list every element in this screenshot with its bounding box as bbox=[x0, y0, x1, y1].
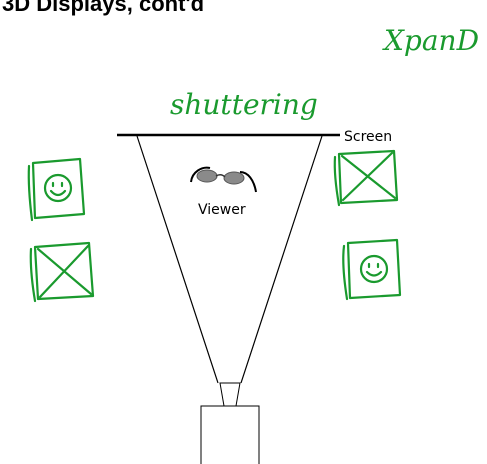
shuttering-annotation: shuttering bbox=[170, 88, 318, 121]
projection-ray-left bbox=[136, 135, 219, 384]
projection-ray-right bbox=[240, 135, 323, 384]
right-smiley-frame-icon bbox=[342, 238, 402, 301]
left-smiley-frame-icon bbox=[27, 157, 86, 222]
right-crossed-frame-icon bbox=[333, 149, 399, 207]
projector-lens bbox=[219, 382, 241, 407]
projector-body bbox=[200, 405, 260, 464]
xpand-annotation: XpanD bbox=[384, 24, 480, 57]
shutter-glasses-icon bbox=[190, 166, 257, 193]
viewer-label: Viewer bbox=[198, 202, 246, 218]
left-crossed-frame-icon bbox=[29, 241, 95, 303]
slide-title: 3D Displays, cont'd bbox=[2, 0, 205, 16]
screen-label: Screen bbox=[344, 129, 393, 145]
